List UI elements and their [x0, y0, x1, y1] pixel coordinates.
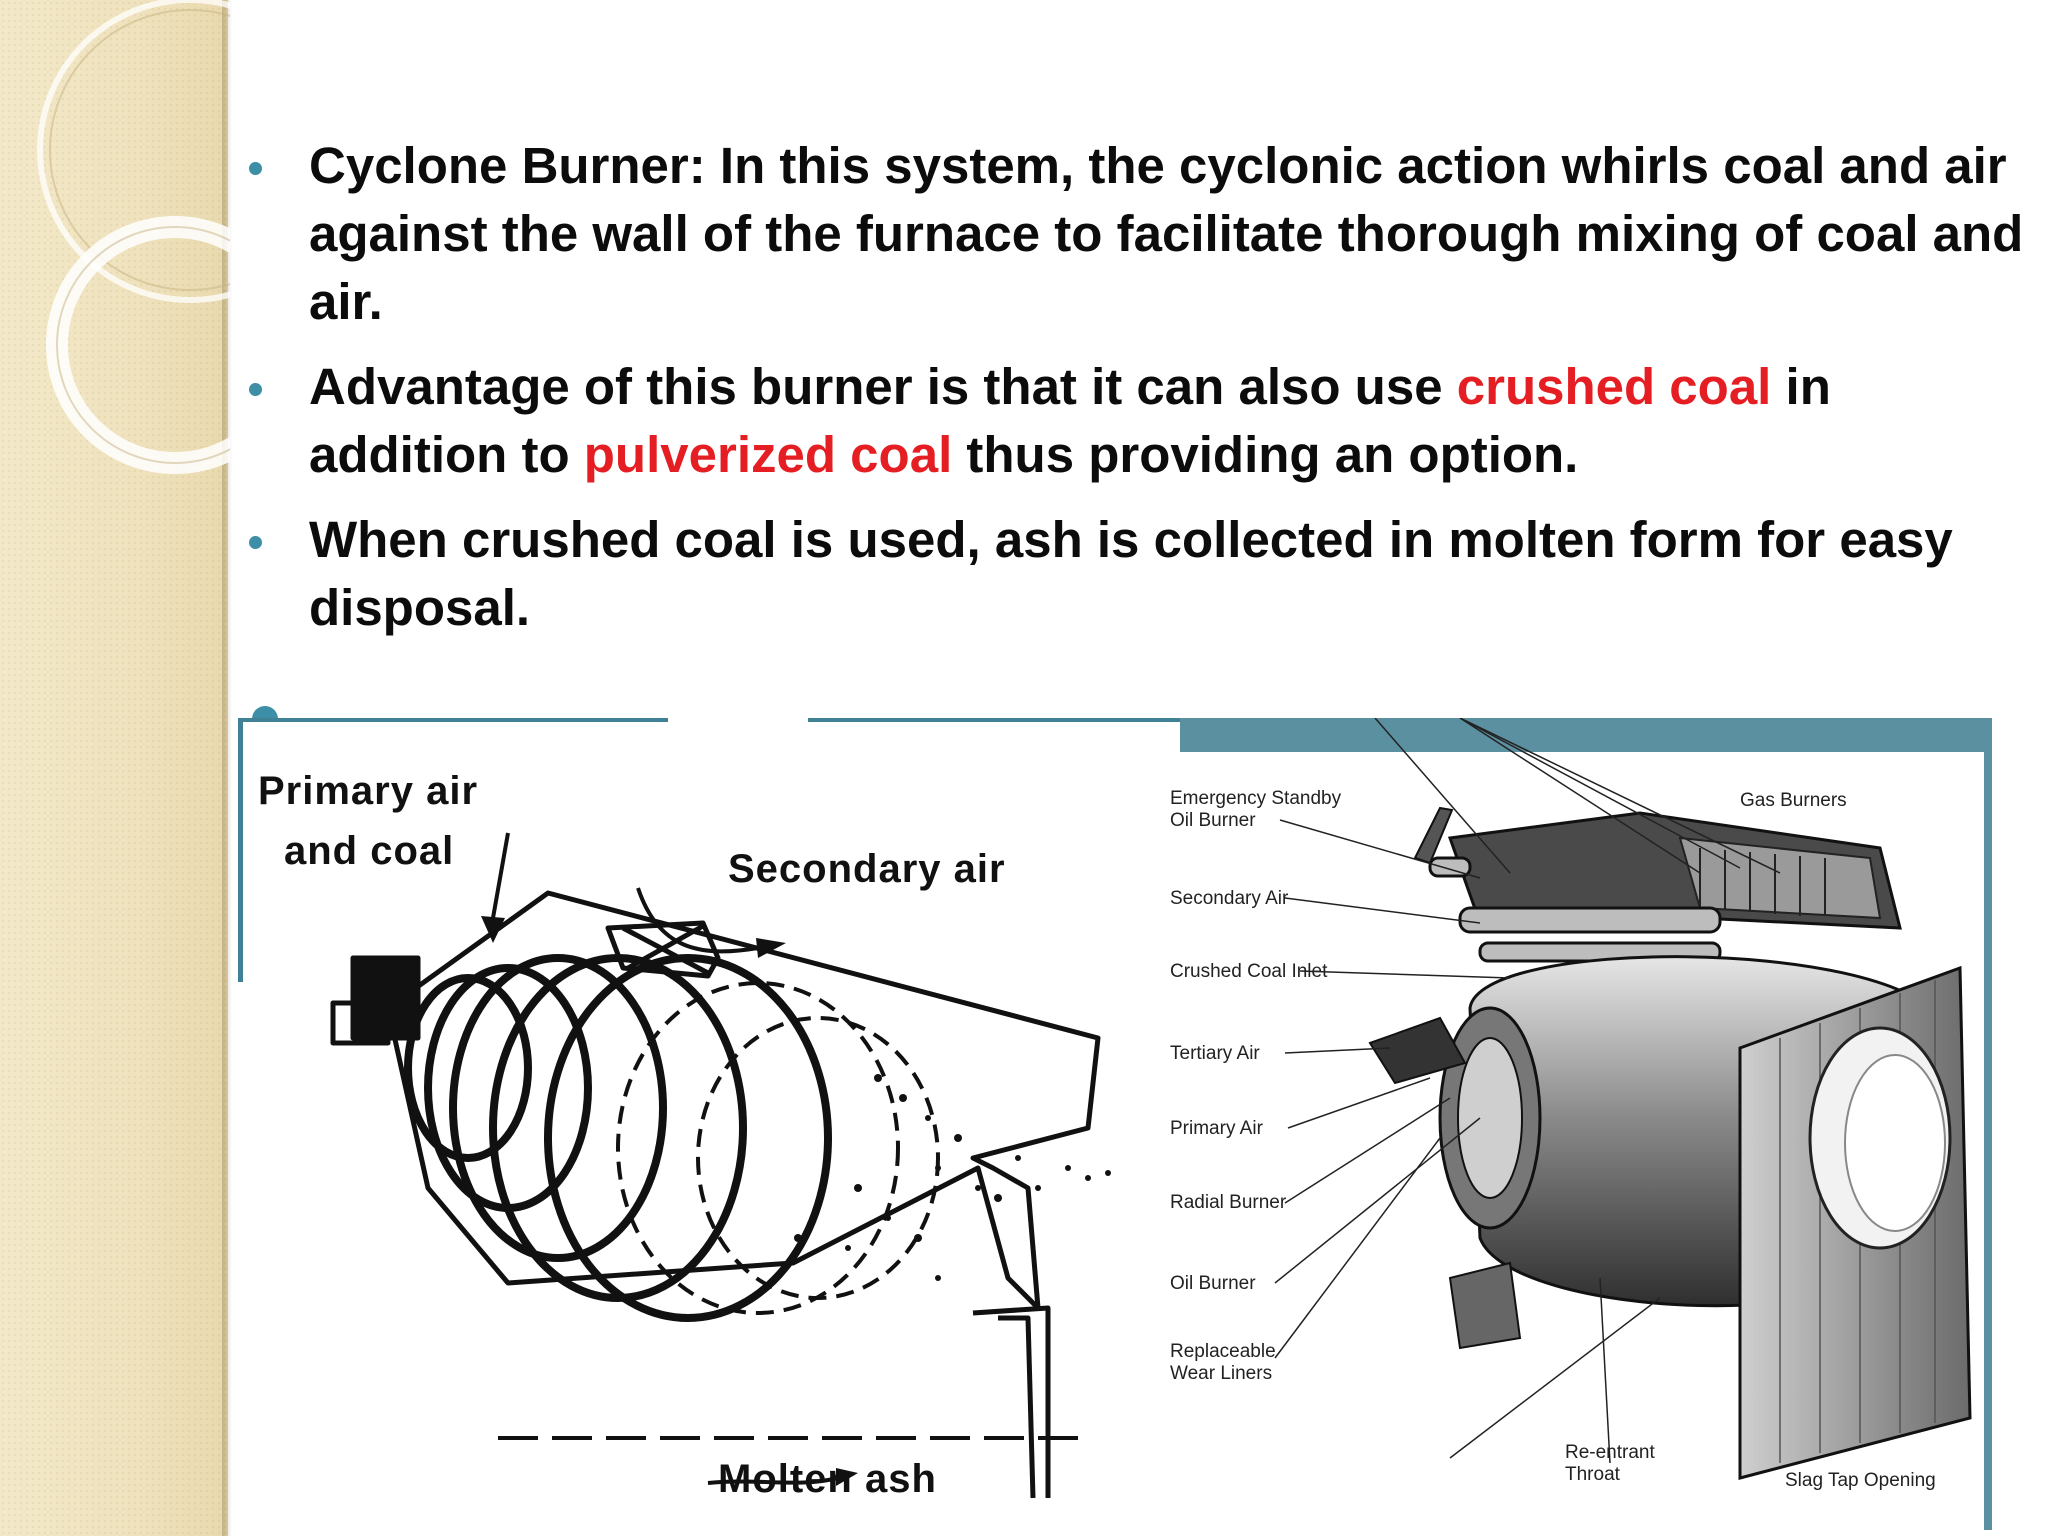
label-throat: Throat [1565, 1464, 1620, 1485]
label-re-entrant: Re-entrant [1565, 1442, 1655, 1463]
label-gas-burners: Gas Burners [1740, 790, 1847, 811]
label-primary-air: Primary Air [1170, 1118, 1263, 1139]
label-crushed-coal-inlet: Crushed Coal Inlet [1170, 961, 1328, 982]
highlight-crushed-coal: crushed coal [1456, 358, 1772, 415]
figure-frame [808, 718, 1182, 722]
label-slag-tap-opening: Slag Tap Opening [1785, 1470, 1936, 1491]
bullet-marker [249, 536, 262, 549]
highlight-pulverized-coal: pulverized coal [583, 426, 953, 483]
label-tertiary-air: Tertiary Air [1170, 1043, 1260, 1064]
cyclone-sketch-drawing [330, 832, 1111, 1499]
bullet-cyclone-burner: Cyclone Burner: In this system, the cycl… [245, 132, 2035, 336]
bullet-molten-ash: When crushed coal is used, ash is collec… [245, 506, 2035, 642]
label-molten-ash: Molten ash [718, 1457, 937, 1501]
figure-frame [238, 718, 243, 982]
label-oil-burner-standby: Oil Burner [1170, 810, 1256, 831]
label-emergency-standby: Emergency Standby [1170, 788, 1342, 809]
bullet-advantage: Advantage of this burner is that it can … [245, 353, 2035, 489]
cutaway-drawing [1274, 718, 1972, 1480]
figure-frame [238, 718, 668, 722]
bullet-text: Cyclone Burner: In this system, the cycl… [309, 137, 2024, 330]
label-radial-burner: Radial Burner [1170, 1192, 1287, 1213]
label-replaceable: Replaceable [1170, 1341, 1276, 1362]
label-secondary-air: Secondary Air [1170, 888, 1289, 909]
bullet-list: Cyclone Burner: In this system, the cycl… [245, 132, 2035, 659]
decorative-rings [37, 0, 230, 474]
label-wear-liners: Wear Liners [1170, 1363, 1273, 1384]
bullet-marker [249, 383, 262, 396]
label-and-coal: and coal [284, 829, 455, 873]
label-secondary-air: Secondary air [728, 847, 1006, 891]
bullet-text: in addition to [309, 358, 1831, 483]
bullet-marker [249, 162, 262, 175]
side-band-shadow [222, 0, 232, 1536]
bullet-text: thus providing an option. [952, 426, 1579, 483]
cyclone-burner-sketch: Primary air and coal Secondary air Molte… [238, 718, 1182, 1530]
bullet-text: Advantage of this burner is that it can … [309, 358, 1457, 415]
figure-frame [1180, 718, 1992, 1530]
cyclone-furnace-cutaway: Emergency Standby Oil Burner Secondary A… [1170, 718, 1992, 1530]
label-primary-air: Primary air [258, 769, 479, 813]
bullet-text: When crushed coal is used, ash is collec… [309, 511, 1953, 636]
label-oil-burner: Oil Burner [1170, 1273, 1256, 1294]
